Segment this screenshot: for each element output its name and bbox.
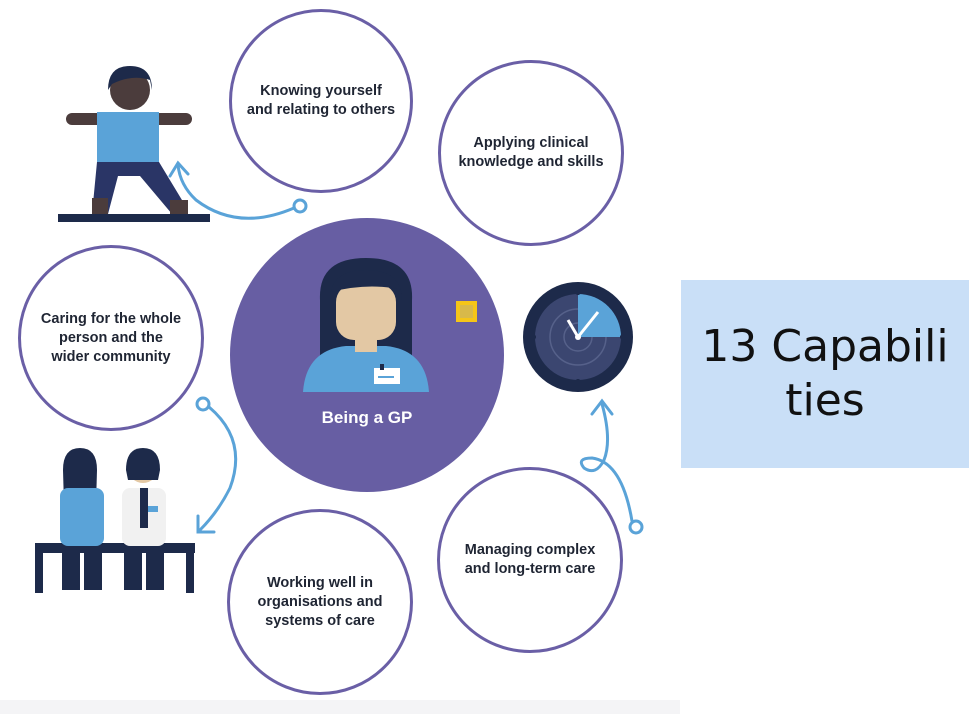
clock-icon <box>523 282 633 392</box>
capability-label: Knowing yourself and relating to others <box>246 83 396 118</box>
capabilities-count-title: 13 Capabilities <box>701 321 949 426</box>
capability-circle-working-well: Working well in organisations and system… <box>227 509 413 695</box>
capability-circle-managing-complex: Managing complex and long-term care <box>437 467 623 653</box>
yoga-figure-icon <box>58 66 210 222</box>
arrow-head-icon <box>168 160 190 178</box>
gp-figure-icon <box>303 258 429 392</box>
capability-circle-knowing-yourself: Knowing yourself and relating to others <box>229 9 413 193</box>
capability-label: Managing complex and long-term care <box>464 542 596 577</box>
arrow-start-dot-icon <box>628 519 644 535</box>
arrow-to-yoga <box>176 163 296 220</box>
note-icon <box>456 301 477 322</box>
capability-circle-applying-clinical: Applying clinical knowledge and skills <box>438 60 624 246</box>
arrow-start-dot-icon <box>195 396 211 412</box>
capability-circle-caring-whole-person: Caring for the whole person and the wide… <box>18 245 204 431</box>
center-label: Being a GP <box>321 408 413 427</box>
capability-label: Applying clinical knowledge and skills <box>458 135 604 170</box>
capability-label: Caring for the whole person and the wide… <box>40 310 182 365</box>
arrows <box>168 160 644 535</box>
arrow-head-icon <box>590 398 614 416</box>
capabilities-count-panel: 13 Capabilities <box>681 280 969 468</box>
arrow-to-clock <box>579 402 634 523</box>
bottom-strip <box>0 700 680 714</box>
arrow-start-dot-icon <box>292 198 308 214</box>
arrow-head-icon <box>196 514 216 534</box>
arrow-to-bench <box>198 405 238 532</box>
patient-and-doctor-icon <box>35 448 195 593</box>
capability-label: Working well in organisations and system… <box>257 574 383 629</box>
